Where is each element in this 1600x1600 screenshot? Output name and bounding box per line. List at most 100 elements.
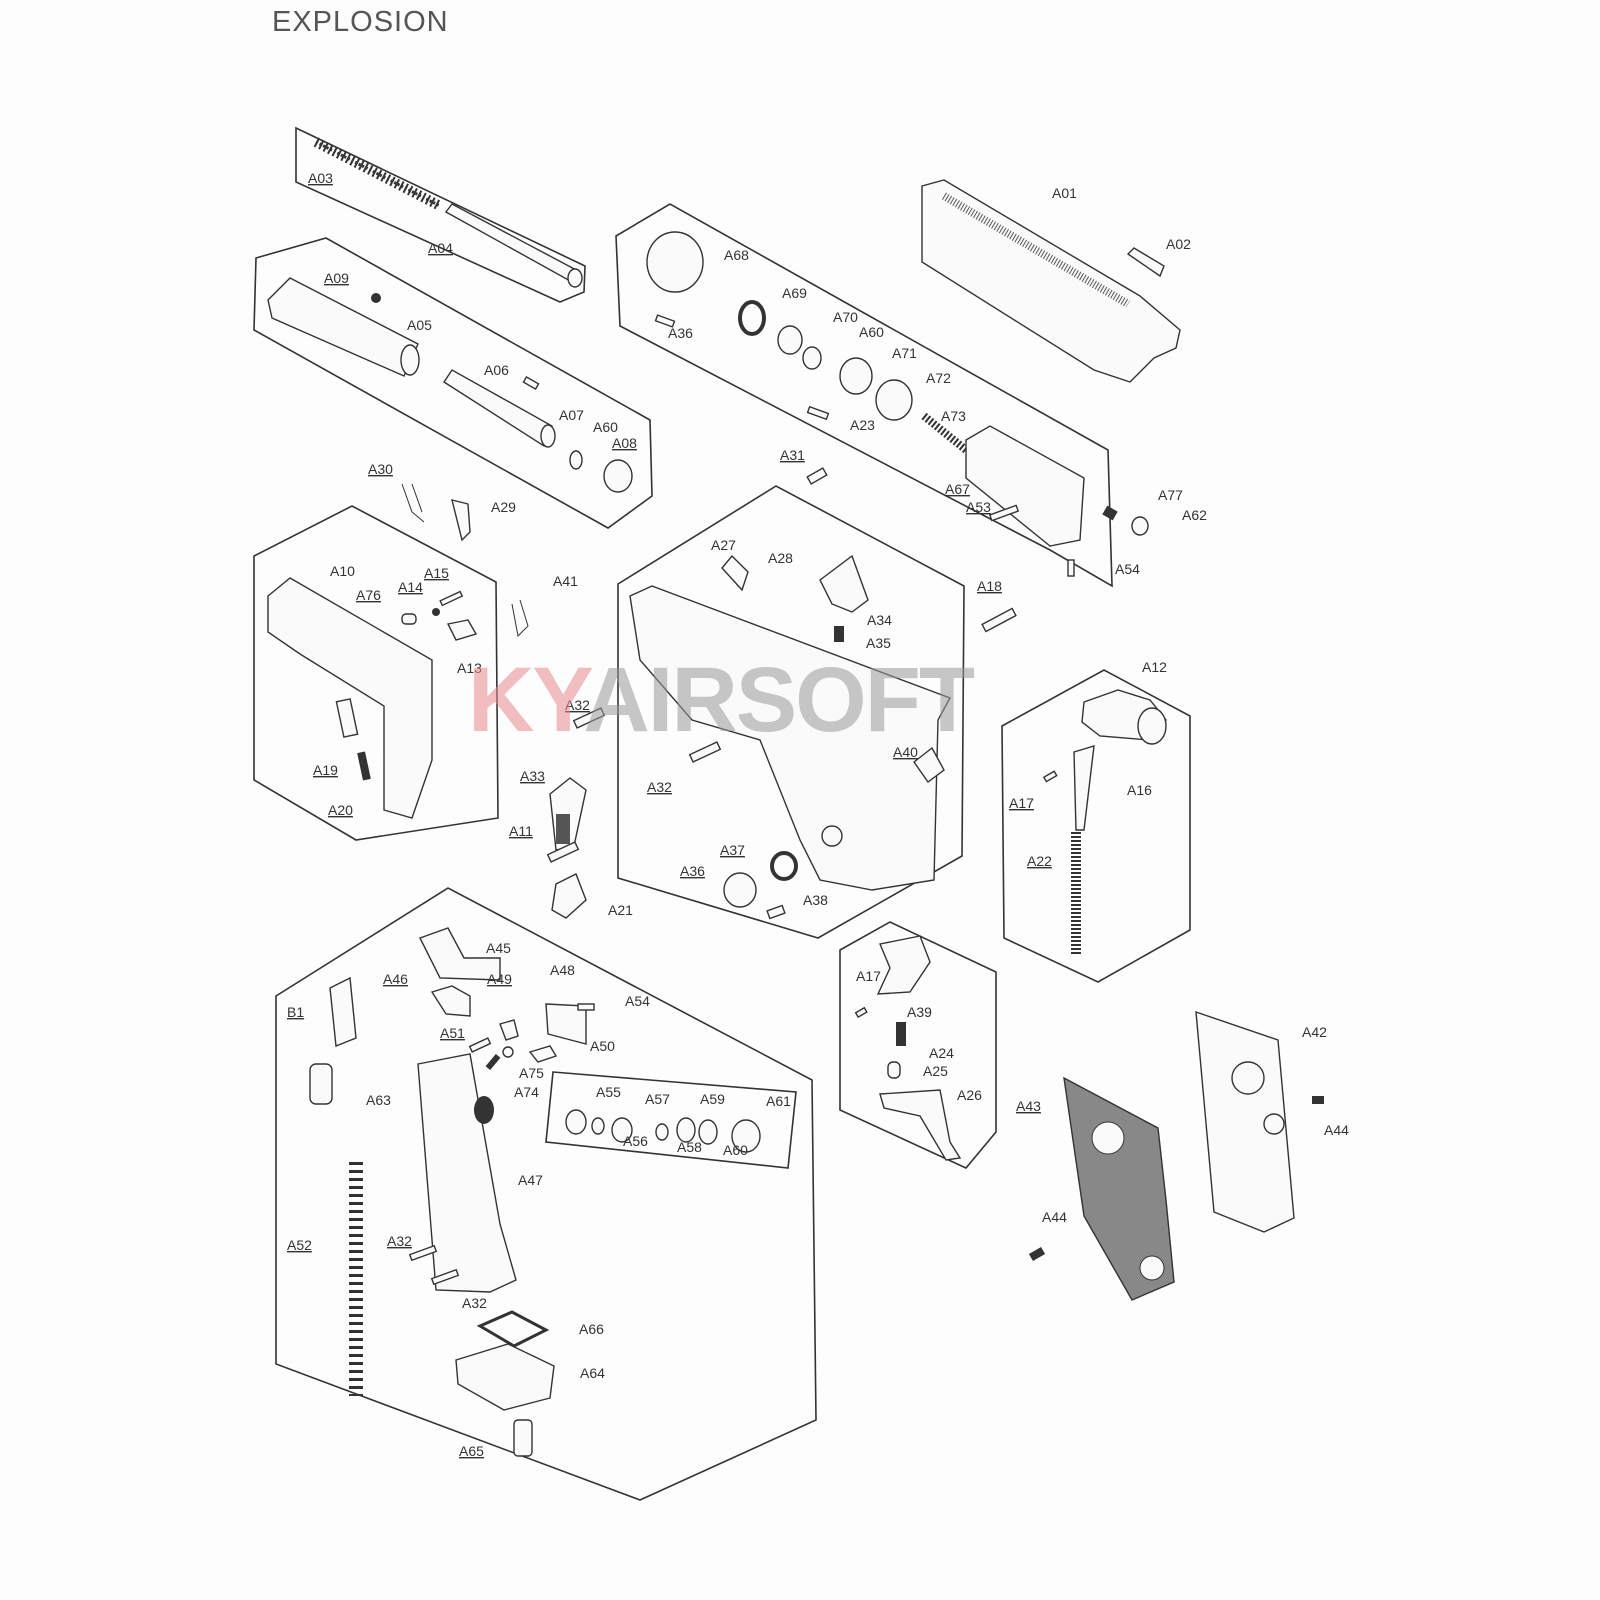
trigger-parts [854,935,962,1161]
part-label: A51 [440,1025,465,1041]
part-label: A45 [486,940,511,956]
part-label: A48 [550,962,575,978]
part-label: A44 [1324,1122,1349,1138]
part-label: A31 [780,447,805,463]
part-label: A04 [428,240,453,256]
part-label: A33 [520,768,545,784]
blowback-unit-parts [646,231,1149,577]
part-label: A19 [313,762,338,778]
part-callouts: A03A04A09A05A06A07A60A08A68A36A69A70A60A… [287,170,1349,1459]
part-label: A20 [328,802,353,818]
lower-frame-group-outline [617,485,965,939]
part-label: A32 [462,1295,487,1311]
part-label: A32 [387,1233,412,1249]
part-label: A11 [509,823,533,839]
trigger-group-outline [839,921,997,1169]
part-label: A75 [519,1065,544,1081]
part-label: A54 [625,993,650,1009]
part-label: A16 [1127,782,1152,798]
part-label: A38 [803,892,828,908]
part-label: A24 [929,1045,954,1061]
part-label: A14 [398,579,423,595]
part-label: A12 [1142,659,1167,675]
hammer-group-outline [1001,669,1191,983]
part-label: A15 [424,565,449,581]
part-label: A41 [553,573,578,589]
part-label: A58 [677,1139,702,1155]
part-label: A39 [907,1004,932,1020]
part-label: A30 [368,461,393,477]
part-label: A59 [700,1091,725,1107]
part-label: A53 [966,499,991,515]
part-label: A47 [518,1172,543,1188]
part-label: A10 [330,563,355,579]
blowback-group-outline [615,203,1113,588]
part-label: A17 [1009,795,1034,811]
part-label: A32 [565,697,590,713]
part-label: A13 [457,660,482,676]
part-label: A06 [484,362,509,378]
part-label: A54 [1115,561,1140,577]
part-label: A46 [383,971,408,987]
part-label: A42 [1302,1024,1327,1040]
part-label: A66 [579,1321,604,1337]
part-label: A52 [287,1237,312,1253]
part-label: A09 [324,270,349,286]
lower-frame-a27 [546,467,1017,920]
part-label: A74 [514,1084,539,1100]
inner-barrel-a06 [443,369,633,493]
part-label: A69 [782,285,807,301]
grip-panel-a43 [1063,1076,1175,1301]
part-label: A02 [1166,236,1191,252]
part-label: B1 [287,1004,304,1020]
part-label: A40 [893,744,918,760]
magazine-parts [309,927,761,1457]
part-label: A77 [1158,487,1183,503]
part-label: A25 [923,1063,948,1079]
part-label: A37 [720,842,745,858]
frame-internal-group-outline [253,505,499,841]
part-label: A73 [941,408,966,424]
part-label: A63 [366,1092,391,1108]
barrel-group-outline [253,237,653,529]
hammer-parts [1042,689,1167,956]
part-label: A67 [945,481,970,497]
part-label: A17 [856,968,881,984]
part-label: A60 [593,419,618,435]
frame-internal-parts [267,483,529,819]
diagram-title: EXPLOSION [272,6,449,38]
part-label: A76 [356,587,381,603]
part-label: A56 [623,1133,648,1149]
lower-frame-group-labels: A41A31A27A28A34A35A18A32A32A33A40A11A37A… [509,447,1002,918]
slide-a01 [921,179,1181,383]
part-label: A05 [407,317,432,333]
guide-rod-a04 [444,203,583,288]
part-label: A32 [647,779,672,795]
part-label: A50 [590,1038,615,1054]
part-label: A65 [459,1443,484,1459]
part-label: A60 [859,324,884,340]
part-label: A57 [645,1091,670,1107]
part-label: A01 [1052,185,1077,201]
part-label: A71 [892,345,917,361]
part-label: A34 [867,612,892,628]
recoil-spring-a03 [313,137,443,211]
part-label: A43 [1016,1098,1041,1114]
recoil-spring-group-outline [295,126,586,303]
part-label: A26 [957,1087,982,1103]
grip-panel-a42 [1195,1010,1295,1233]
part-label: A35 [866,635,891,651]
part-label: A49 [487,971,512,987]
part-label: A55 [596,1084,621,1100]
magazine-group-outline [275,887,817,1501]
